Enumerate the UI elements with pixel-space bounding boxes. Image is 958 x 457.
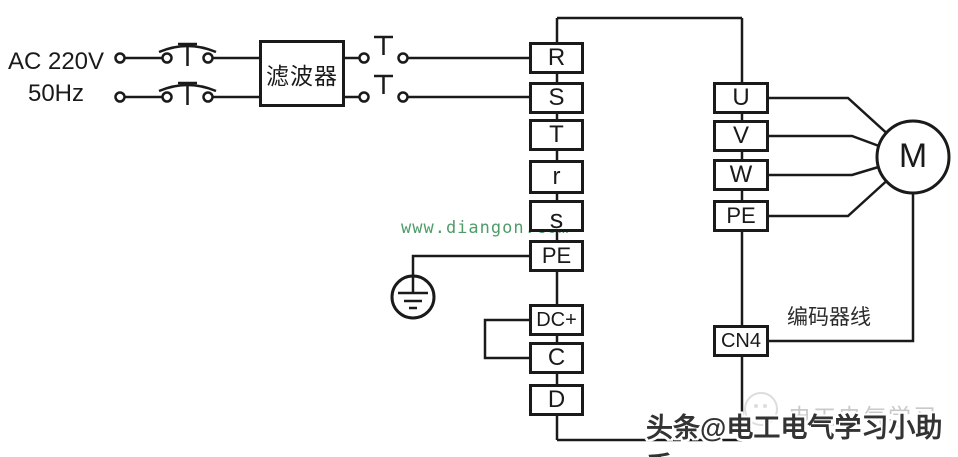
terminal-box-V: V <box>713 120 769 152</box>
terminal-label-R: R <box>547 44 566 71</box>
wire-dc-jumper <box>483 318 529 360</box>
watermark-logo-icon <box>744 392 778 426</box>
wire-v-motor <box>769 134 880 148</box>
light-watermark: 电工电气学习 <box>788 404 938 430</box>
terminal-box-PE-out: PE <box>713 200 769 232</box>
terminal-box-T: T <box>529 119 584 151</box>
breaker-blade-top <box>178 42 197 66</box>
contact-top <box>374 35 393 55</box>
terminal-box-C: C <box>529 342 584 374</box>
dark-watermark: 头条@电工电气学习小助手 <box>646 413 943 457</box>
terminal-label-D: D <box>547 386 566 413</box>
terminal-label-V: V <box>732 122 749 149</box>
terminal-box-S: S <box>529 82 584 114</box>
filter-label: 滤波器 <box>266 62 338 89</box>
terminal-label-W: W <box>729 161 753 188</box>
terminal-label-PE-in: PE <box>541 243 572 268</box>
terminal-label-C: C <box>547 344 566 371</box>
terminal-label-S: S <box>548 84 565 111</box>
terminal-label-PE-out: PE <box>726 203 756 228</box>
terminal-label-r: r <box>552 163 561 190</box>
motor-label: M <box>898 137 928 175</box>
wire-pe-ground <box>411 254 529 276</box>
terminal-box-r: r <box>529 160 584 194</box>
terminal-box-R: R <box>529 42 584 74</box>
terminal-label-U: U <box>732 84 750 111</box>
contact-symbols <box>374 35 393 94</box>
earth-ground-icon <box>390 274 436 320</box>
site-watermark: www.diangon.com <box>401 218 570 238</box>
source-frequency: 50Hz <box>27 80 85 107</box>
breaker-blade-bottom <box>178 81 197 105</box>
terminal-label-DCplus: DC+ <box>536 308 577 331</box>
terminal-label-s: s <box>549 204 564 234</box>
terminal-box-U: U <box>713 82 769 114</box>
terminal-box-PE-in: PE <box>529 240 584 272</box>
filter-box: 滤波器 <box>259 40 345 107</box>
contact-bottom <box>374 74 393 94</box>
wire-pe-motor <box>769 180 888 218</box>
terminal-label-T: T <box>549 121 564 148</box>
motor-circle <box>875 119 951 195</box>
terminal-label-CN4: CN4 <box>720 329 761 352</box>
encoder-cable-label: 编码器线 <box>787 306 871 329</box>
terminal-box-DCplus: DC+ <box>529 304 584 336</box>
terminal-box-D: D <box>529 384 584 416</box>
terminal-box-W: W <box>713 159 769 191</box>
terminal-box-s: s <box>529 200 584 234</box>
terminal-box-CN4: CN4 <box>713 325 769 357</box>
wire-u-motor <box>769 96 888 134</box>
breaker-symbols <box>158 42 217 105</box>
wire-encoder-cable <box>769 193 915 343</box>
terminal-circles <box>114 52 409 103</box>
source-voltage: AC 220V <box>7 48 105 75</box>
wire-w-motor <box>769 165 879 177</box>
